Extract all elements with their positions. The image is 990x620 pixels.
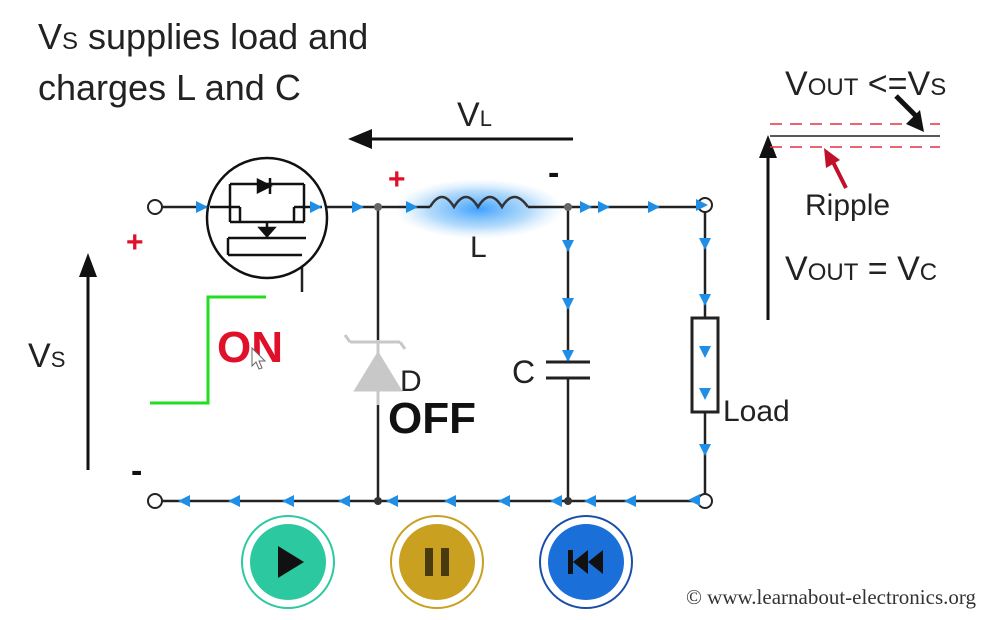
switch-state-label: ON	[217, 323, 283, 372]
current-arrow-down	[562, 240, 574, 252]
current-arrow-down	[699, 294, 711, 306]
ripple-label: Ripple	[805, 189, 890, 222]
current-arrow-left	[386, 495, 398, 507]
pause-icon	[390, 515, 484, 609]
current-arrow-right	[598, 201, 610, 213]
current-arrow-left	[444, 495, 456, 507]
vout-eq-vc-label: VOUT = VC	[785, 250, 937, 288]
current-arrow-down	[562, 298, 574, 310]
vl-label: VL	[457, 96, 492, 134]
inductor-label: L	[470, 231, 487, 264]
current-arrow-left	[584, 495, 596, 507]
vs-label: VS	[28, 337, 65, 375]
polarity-plus-inductor: +	[388, 163, 406, 196]
diode-label: D	[400, 365, 422, 398]
current-flow-arrows	[178, 199, 711, 507]
current-arrow-left	[338, 495, 350, 507]
vs-arrow	[79, 253, 97, 470]
current-arrow-left	[498, 495, 510, 507]
junction-dot	[564, 497, 572, 505]
junction-dot	[374, 203, 382, 211]
diode-state-label: OFF	[388, 394, 476, 443]
junction-dot	[564, 203, 572, 211]
load-label: Load	[723, 395, 790, 428]
copyright-text: © www.learnabout-electronics.org	[685, 585, 976, 609]
pause-button[interactable]	[389, 514, 485, 610]
capacitor	[546, 360, 590, 380]
mosfet-switch	[205, 156, 329, 280]
vl-arrow	[348, 129, 573, 149]
current-arrow-left	[282, 495, 294, 507]
current-arrow-left	[550, 495, 562, 507]
output-node-bottom	[697, 493, 713, 509]
current-arrow-right	[406, 201, 418, 213]
input-terminal-negative	[147, 493, 163, 509]
current-arrow-down	[699, 238, 711, 250]
capacitor-label: C	[512, 354, 535, 390]
diode-off	[343, 334, 407, 405]
current-arrow-down	[699, 388, 711, 400]
vout-le-vs-label: VOUT <=VS	[785, 65, 946, 103]
current-arrow-right	[352, 201, 364, 213]
current-arrow-left	[624, 495, 636, 507]
current-arrow-right	[648, 201, 660, 213]
play-button[interactable]	[240, 514, 336, 610]
current-arrow-right	[696, 199, 708, 211]
current-arrow-down	[699, 346, 711, 358]
polarity-minus-inductor: -	[548, 154, 559, 192]
current-arrow-right	[196, 201, 208, 213]
current-arrow-left	[688, 494, 700, 506]
output-voltage-panel	[759, 94, 940, 320]
current-arrow-down	[562, 350, 574, 362]
play-icon	[241, 515, 335, 609]
polarity-plus-input: +	[126, 226, 144, 259]
title-line-1: VS supplies load and	[38, 16, 369, 57]
current-arrow-down	[699, 444, 711, 456]
slide-title: VS supplies load and charges L and C	[38, 14, 368, 111]
polarity-minus-input: -	[131, 452, 142, 490]
inductor-coil	[428, 195, 530, 210]
current-arrow-left	[178, 495, 190, 507]
current-arrow-right	[310, 201, 322, 213]
title-line-2: charges L and C	[38, 67, 301, 108]
rewind-icon	[539, 515, 633, 609]
rewind-button[interactable]	[538, 514, 634, 610]
current-arrow-right	[580, 201, 592, 213]
current-arrow-left	[228, 495, 240, 507]
inductor-glow	[394, 179, 564, 239]
junction-dot	[374, 497, 382, 505]
input-terminal-positive	[147, 199, 163, 215]
mouse-cursor-icon	[251, 346, 267, 370]
gate-pulse-waveform	[150, 295, 266, 405]
